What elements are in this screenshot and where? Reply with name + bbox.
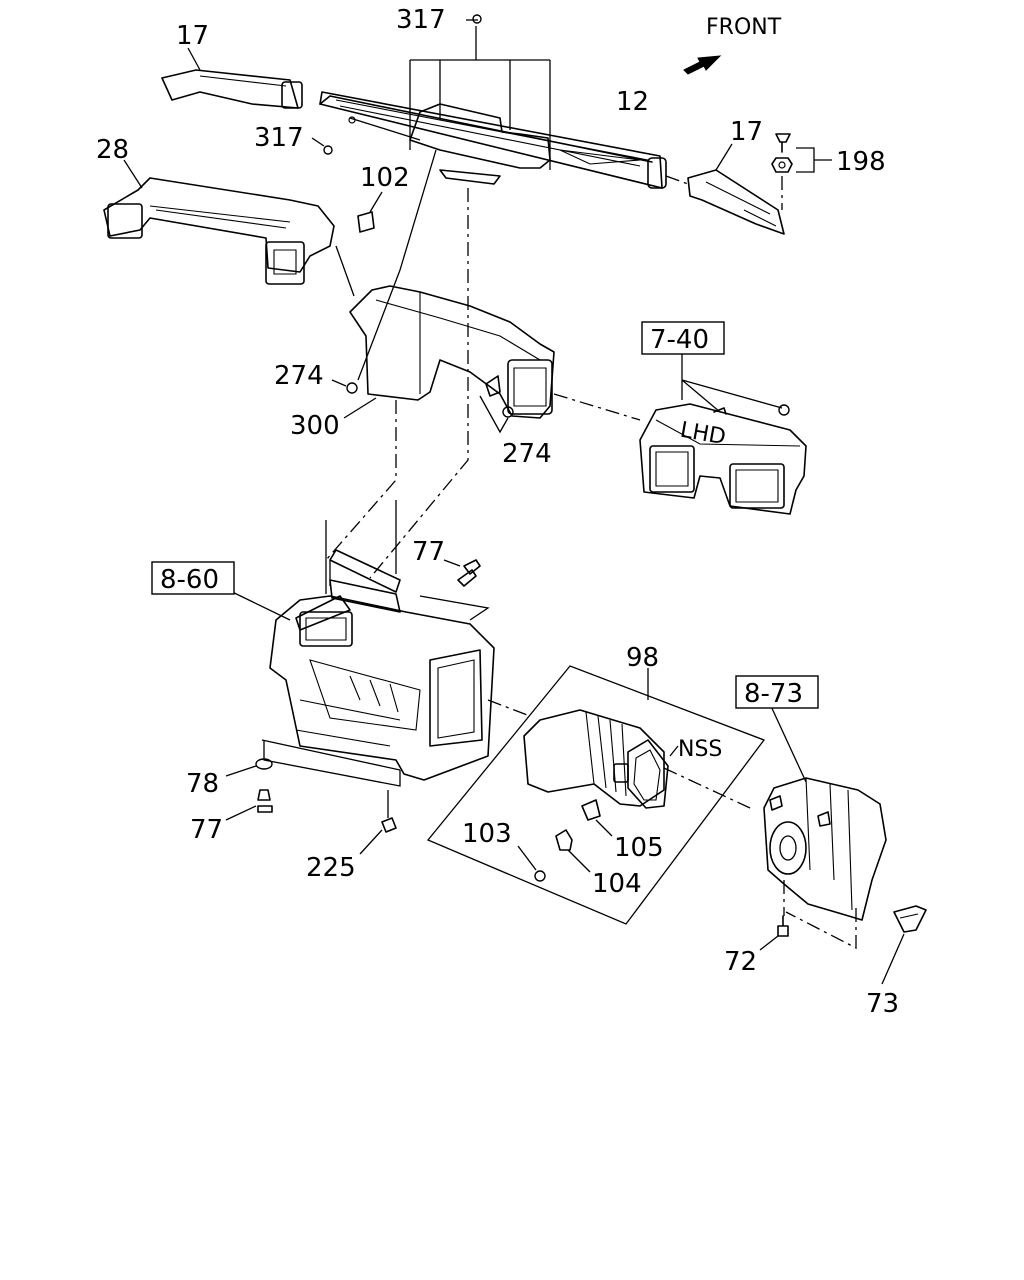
nss-label: NSS bbox=[678, 737, 722, 762]
center-duct-300 bbox=[349, 285, 555, 419]
label-300: 300 bbox=[290, 411, 340, 441]
bracket-317-top bbox=[409, 14, 551, 170]
label-78: 78 bbox=[186, 769, 219, 799]
label-274-left: 274 bbox=[274, 361, 324, 391]
label-72: 72 bbox=[724, 947, 757, 977]
label-274-right: 274 bbox=[502, 439, 552, 469]
intake-duct-98 bbox=[426, 665, 766, 925]
clip-73 bbox=[881, 905, 927, 985]
label-28: 28 bbox=[96, 135, 129, 165]
label-317-top: 317 bbox=[396, 5, 446, 35]
label-225: 225 bbox=[306, 853, 356, 883]
screw-317-top-icon bbox=[472, 14, 482, 24]
label-104: 104 bbox=[592, 869, 642, 899]
label-7-40: 7-40 bbox=[650, 325, 709, 355]
label-77-bottom: 77 bbox=[190, 815, 223, 845]
label-73: 73 bbox=[866, 989, 899, 1019]
front-indicator: FRONT bbox=[683, 15, 782, 75]
screw-317-left bbox=[311, 116, 421, 155]
bottom-fasteners bbox=[225, 758, 397, 855]
floor-duct-28 bbox=[103, 159, 355, 297]
label-103: 103 bbox=[462, 819, 512, 849]
label-317-left: 317 bbox=[254, 123, 304, 153]
screw-274-right-icon bbox=[502, 406, 514, 418]
label-8-73: 8-73 bbox=[744, 679, 803, 709]
ref-box-7-40 bbox=[641, 321, 725, 355]
front-label: FRONT bbox=[706, 15, 782, 40]
side-duct-17-right bbox=[665, 143, 785, 235]
label-17-right: 17 bbox=[730, 117, 763, 147]
side-duct-17-left bbox=[161, 47, 303, 109]
screw-317-left-icon bbox=[323, 145, 333, 155]
label-12: 12 bbox=[616, 87, 649, 117]
screw-274-left-icon bbox=[346, 382, 358, 394]
connector-lines bbox=[325, 188, 857, 950]
front-arrow-icon bbox=[683, 55, 722, 75]
small-fasteners bbox=[517, 799, 613, 882]
ref-box-8-60 bbox=[151, 561, 235, 595]
label-105: 105 bbox=[614, 833, 664, 863]
ref-box-8-73 bbox=[735, 675, 819, 709]
lhd-duct-assembly: LHD bbox=[553, 354, 807, 515]
washer-78-icon bbox=[255, 758, 273, 770]
grommet-103-icon bbox=[534, 870, 546, 882]
heater-unit bbox=[223, 500, 495, 787]
fastener-198 bbox=[771, 133, 832, 210]
bolt-77-top bbox=[443, 559, 481, 587]
part-labels: 317 17 12 17 198 317 28 102 7-40 274 300… bbox=[96, 5, 899, 1019]
screws-274 bbox=[331, 149, 514, 434]
label-102: 102 bbox=[360, 163, 410, 193]
defroster-nozzle-12 bbox=[319, 91, 667, 189]
pad-102 bbox=[357, 191, 383, 233]
screw-72 bbox=[759, 880, 789, 951]
label-77-top: 77 bbox=[412, 537, 445, 567]
blower-unit bbox=[763, 703, 887, 921]
label-98: 98 bbox=[626, 643, 659, 673]
label-17-left: 17 bbox=[176, 21, 209, 51]
label-8-60: 8-60 bbox=[160, 565, 219, 595]
label-198: 198 bbox=[836, 147, 886, 177]
